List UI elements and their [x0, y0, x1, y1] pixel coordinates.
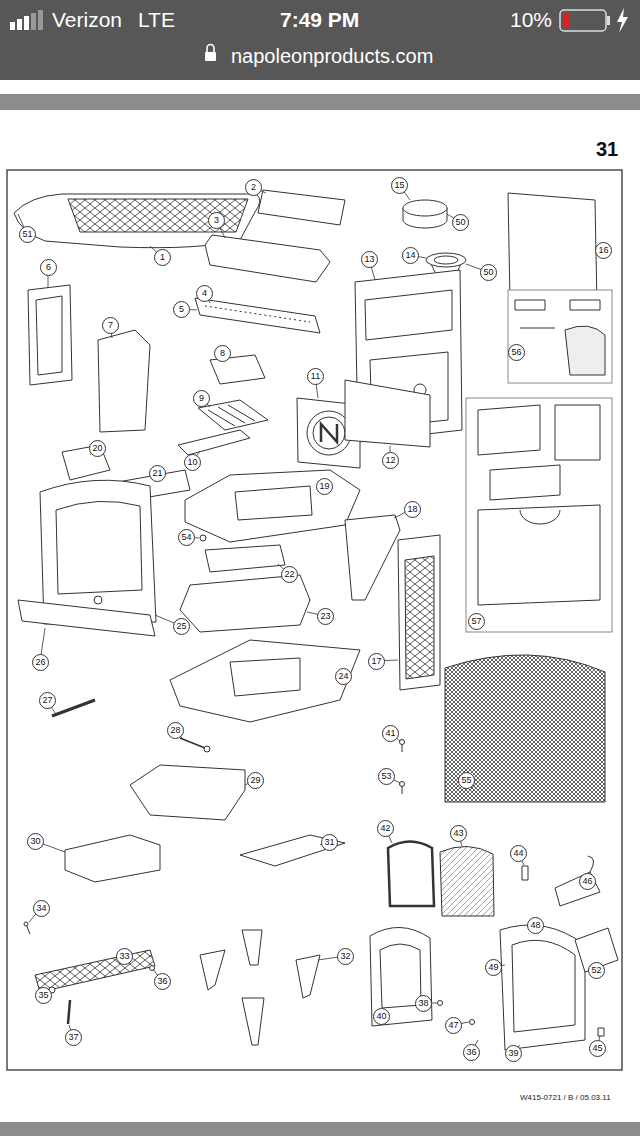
callout-number: 4: [196, 285, 213, 302]
callout-number: 36: [463, 1044, 480, 1061]
document-code: W415-0721 / B / 05.03.11: [520, 1094, 611, 1103]
callout-number: 34: [33, 900, 50, 917]
page-url: napoleonproducts.com: [231, 45, 433, 67]
callout-number: 39: [505, 1045, 522, 1062]
callout-number: 27: [39, 692, 56, 709]
clock-time: 7:49 PM: [280, 8, 359, 31]
callout-number: 10: [184, 454, 201, 471]
callout-number: 9: [193, 390, 210, 407]
callout-number: 19: [316, 478, 333, 495]
callout-number: 47: [445, 1017, 462, 1034]
callout-number: 11: [307, 368, 324, 385]
callout-number: 14: [402, 247, 419, 264]
callout-number: 51: [19, 226, 36, 243]
callout-number: 5: [173, 301, 190, 318]
callout-number: 55: [458, 772, 475, 789]
network-type: LTE: [138, 8, 175, 31]
callout-number: 17: [368, 653, 385, 670]
callout-number: 56: [508, 344, 525, 361]
callout-number: 45: [589, 1040, 606, 1057]
callout-number: 54: [178, 529, 195, 546]
callout-number: 32: [337, 948, 354, 965]
page-number: 31: [596, 138, 618, 160]
callout-number: 23: [317, 608, 334, 625]
callout-number: 18: [404, 501, 421, 518]
callout-number: 37: [65, 1029, 82, 1046]
callout-number: 50: [452, 214, 469, 231]
callout-number: 16: [595, 242, 612, 259]
callout-number: 46: [579, 873, 596, 890]
callout-number: 44: [510, 845, 527, 862]
callout-number: 30: [27, 833, 44, 850]
callout-number: 26: [32, 654, 49, 671]
callout-number: 57: [468, 613, 485, 630]
callout-number: 52: [588, 962, 605, 979]
callout-number: 48: [527, 917, 544, 934]
callout-number: 50: [480, 264, 497, 281]
callout-number: 8: [214, 345, 231, 362]
callout-number: 53: [378, 768, 395, 785]
carrier-name: Verizon: [52, 8, 122, 31]
callout-number: 41: [382, 725, 399, 742]
callout-number: 1: [154, 249, 171, 266]
callout-number: 22: [281, 566, 298, 583]
callout-number: 2: [245, 179, 262, 196]
callout-number: 3: [208, 212, 225, 229]
callout-number: 29: [247, 772, 264, 789]
callout-number: 49: [485, 959, 502, 976]
callout-number: 33: [116, 948, 133, 965]
callout-number: 24: [335, 668, 352, 685]
callout-number: 6: [40, 259, 57, 276]
callout-number: 15: [391, 177, 408, 194]
callout-number: 7: [102, 317, 119, 334]
callout-number: 43: [450, 825, 467, 842]
callout-number: 35: [35, 987, 52, 1004]
callout-number: 25: [173, 618, 190, 635]
callout-number: 38: [415, 995, 432, 1012]
callout-number: 36: [154, 973, 171, 990]
callout-number: 12: [382, 452, 399, 469]
callout-number: 13: [361, 251, 378, 268]
callout-number: 31: [321, 834, 338, 851]
callout-number: 20: [89, 440, 106, 457]
callout-number: 21: [149, 465, 166, 482]
callout-number: 40: [373, 1008, 390, 1025]
callout-number: 28: [167, 722, 184, 739]
battery-level: 10%: [510, 8, 552, 31]
callout-number: 42: [377, 820, 394, 837]
